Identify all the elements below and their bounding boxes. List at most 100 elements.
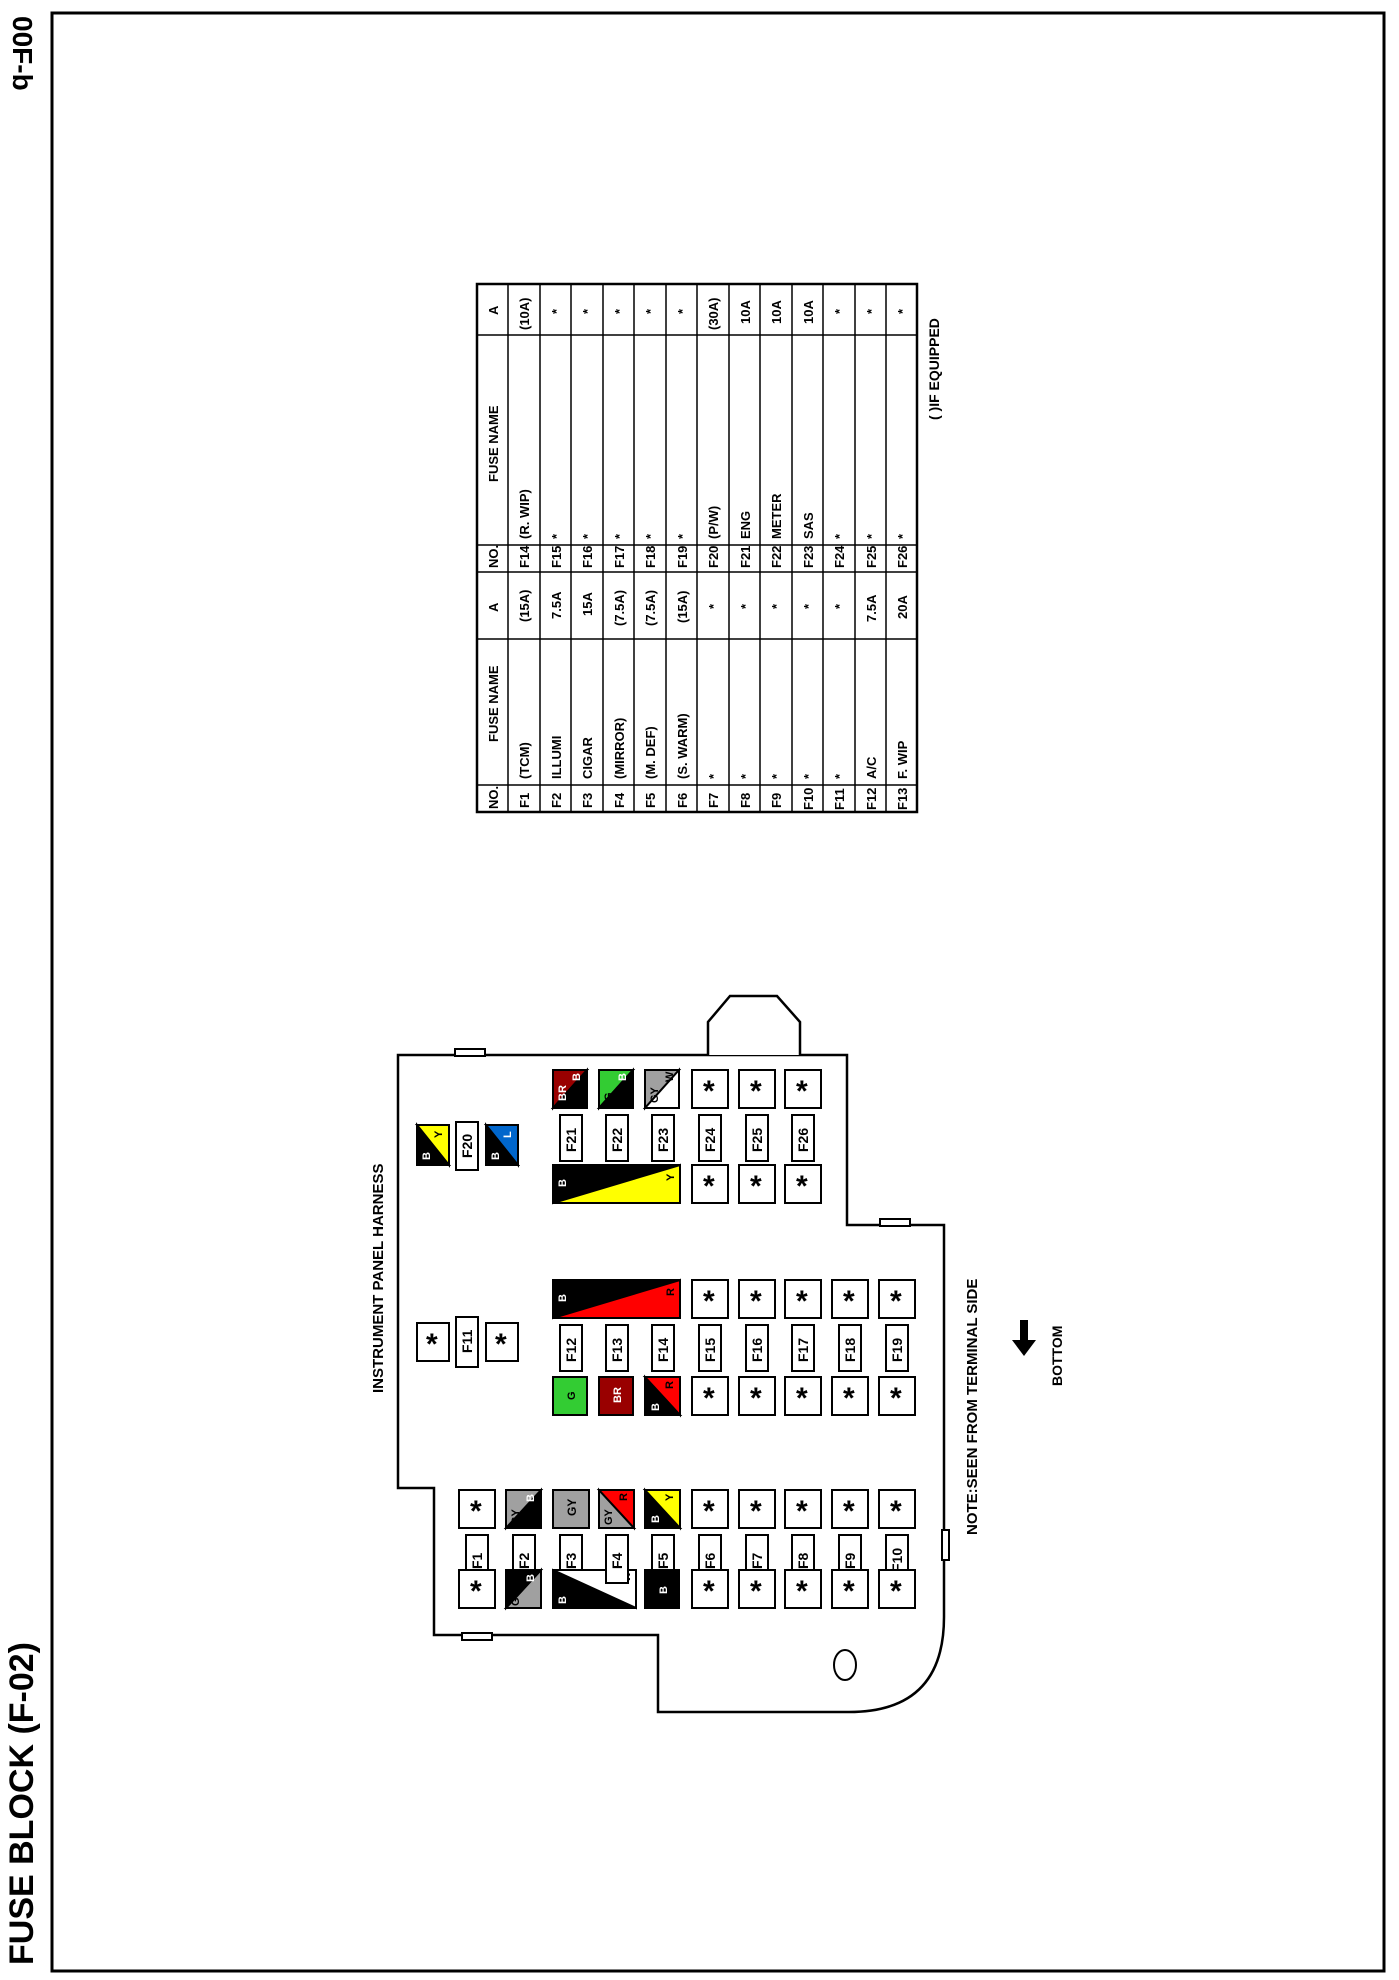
table-cell: *: [864, 308, 879, 314]
table-cell: F6: [675, 793, 690, 808]
terminal-star: *: [843, 1575, 855, 1608]
table-cell: (10A): [517, 297, 532, 330]
terminal-star: *: [843, 1285, 855, 1318]
latch-right: [941, 1529, 950, 1561]
table-cell: F24: [832, 545, 847, 568]
wire-code: GY: [649, 1086, 661, 1103]
latch-right-top: [879, 1218, 911, 1227]
table-body: F1 (TCM) (15A) F14 (R. WIP) (10A) F2 ILL…: [517, 297, 910, 810]
table-cell: 10A: [801, 300, 816, 324]
terminal-star: *: [470, 1495, 482, 1528]
table-row: F10 * * F23 SAS 10A: [801, 300, 816, 810]
table-cell: F17: [612, 546, 627, 568]
fuse-F13: F13 BR: [598, 1324, 634, 1416]
terminal-star: *: [703, 1382, 715, 1415]
terminal-right: [691, 1489, 729, 1529]
table-cell: *: [549, 533, 564, 539]
fuse-label: F25: [749, 1128, 765, 1152]
terminal-star: *: [796, 1170, 808, 1203]
terminal-right: [784, 1069, 822, 1109]
table-cell: *: [706, 773, 721, 779]
fuse-label: F10: [889, 1548, 905, 1572]
table-cell: *: [801, 773, 816, 779]
latch-bottom: [461, 1632, 493, 1641]
wire-blue: [483, 1124, 519, 1168]
terminal-right: [738, 1069, 776, 1109]
terminal-star: *: [750, 1285, 762, 1318]
table-cell: *: [895, 308, 910, 314]
fuse-table: NO. FUSE NAME A NO. FUSE NAME A F1 (TCM)…: [475, 282, 942, 814]
fuse-F5: F5 B B Y: [642, 1487, 683, 1609]
table-row: F6 (S. WARM) (15A) F19 * *: [675, 308, 690, 808]
terminal-left: [458, 1569, 496, 1609]
fuse-label: F1: [469, 1552, 485, 1569]
wire-code: B: [525, 1574, 537, 1582]
table-grid: [477, 284, 917, 812]
terminal-right: [691, 1069, 729, 1109]
table-cell: (30A): [706, 297, 721, 330]
fuse-F12: F12 G: [552, 1324, 588, 1416]
table-cell: *: [832, 308, 847, 314]
fuse-label: F26: [795, 1128, 811, 1152]
table-cell: *: [769, 603, 784, 609]
wire-code: BR: [612, 1387, 624, 1403]
wire-red: [642, 1376, 681, 1418]
terminal-right: [831, 1489, 869, 1529]
wire-code: GY: [565, 1499, 579, 1516]
fuse-F4: F4 GY R: [596, 1487, 637, 1584]
table-cell: *: [738, 603, 753, 609]
table-cell: (R. WIP): [517, 489, 532, 539]
table-cell: *: [769, 773, 784, 779]
wire-code: Y: [665, 1173, 677, 1181]
bottom-arrow-icon: [1012, 1320, 1036, 1356]
table-cell: F16: [580, 546, 595, 568]
fuse-body: [605, 1534, 629, 1584]
terminal-left: [416, 1322, 450, 1362]
fuse-label: F16: [749, 1338, 765, 1362]
table-cell: 20A: [895, 595, 910, 619]
wire-code: B: [490, 1152, 502, 1160]
fuse-body: [885, 1324, 909, 1372]
wire-brown: [598, 1376, 634, 1416]
terminal-star: *: [470, 1575, 482, 1608]
table-row: F9 * * F22 METER 10A: [769, 300, 784, 808]
fuse-F18: F18 * *: [831, 1279, 869, 1416]
table-cell: (MIRROR): [612, 718, 627, 779]
fuse-body: [791, 1324, 815, 1372]
terminal-left: [691, 1376, 729, 1416]
fuse-label: F12: [563, 1338, 579, 1362]
fuse-F1: F1 * *: [458, 1489, 496, 1609]
fuse-column-1: F1 * * F2 GY B GY B F3: [458, 1487, 916, 1611]
terminal-star: *: [495, 1328, 507, 1361]
terminal-star: *: [750, 1382, 762, 1415]
terminal-star: *: [890, 1495, 902, 1528]
terminal-side-note: NOTE:SEEN FROM TERMINAL SIDE: [964, 1279, 981, 1535]
harness-label: INSTRUMENT PANEL HARNESS: [370, 1164, 387, 1393]
table-row: F7 * * F20 (P/W) (30A): [706, 297, 721, 808]
table-cell: *: [832, 533, 847, 539]
fuse-F25: F25 * *: [738, 1069, 776, 1204]
table-cell: F26: [895, 546, 910, 568]
table-cell: (7.5A): [612, 590, 627, 626]
table-cell: F19: [675, 546, 690, 568]
wire-red: [552, 1278, 681, 1319]
table-cell: (15A): [517, 589, 532, 622]
terminal-left: [831, 1376, 869, 1416]
fuse-body: [698, 1114, 722, 1162]
terminal-star: *: [796, 1575, 808, 1608]
fuse-label: F3: [563, 1552, 579, 1569]
table-cell: (S. WARM): [675, 713, 690, 779]
fuse-label: F23: [655, 1128, 671, 1152]
table-cell: 10A: [738, 300, 753, 324]
fuse-F26: F26 * *: [784, 1069, 822, 1204]
wire-code: B: [557, 1294, 569, 1302]
table-cell: *: [549, 308, 564, 314]
terminal-star: *: [796, 1075, 808, 1108]
table-row: F3 CIGAR 15A F16 * *: [580, 308, 595, 808]
table-cell: F25: [864, 546, 879, 568]
wire-code: GY: [510, 1589, 522, 1606]
fuse-body: [745, 1114, 769, 1162]
terminal-left: [691, 1569, 729, 1609]
fuse-label: F14: [655, 1338, 671, 1362]
